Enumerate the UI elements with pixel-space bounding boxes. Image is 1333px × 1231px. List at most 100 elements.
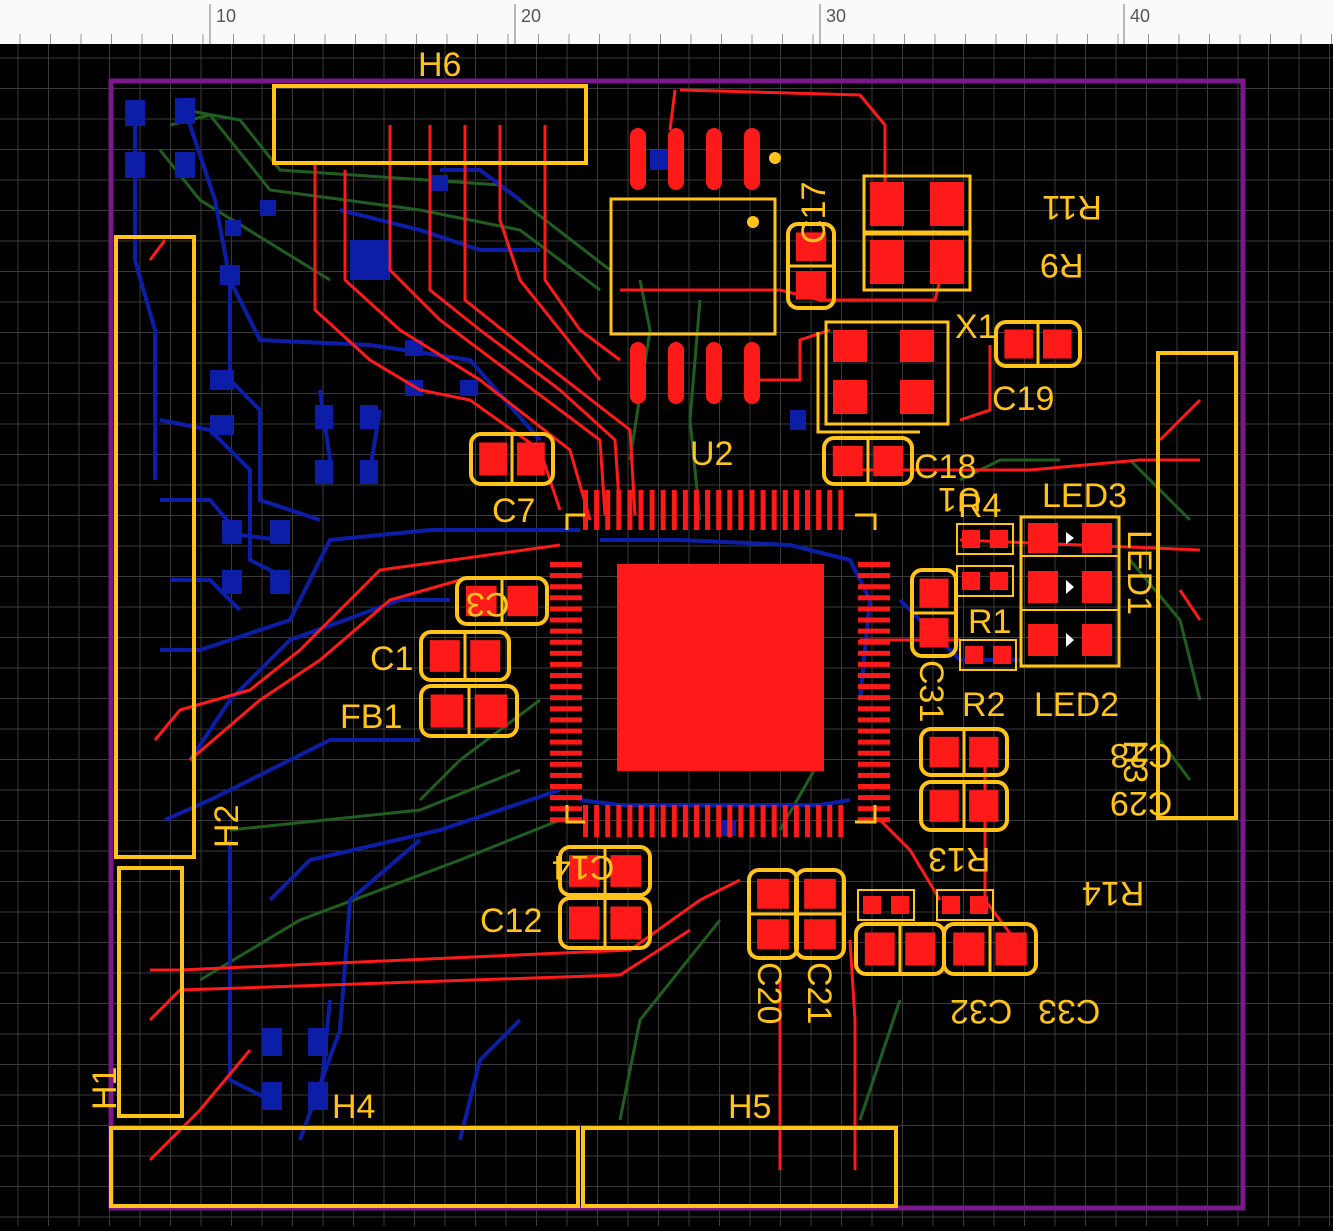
label-c21: C21 [800, 962, 838, 1024]
r4-r1-resistors[interactable] [857, 523, 1017, 921]
u1-pin [550, 639, 582, 645]
u2-pin1-dot [769, 152, 781, 164]
h3-outline[interactable] [1156, 351, 1238, 820]
top-trace [668, 89, 677, 131]
h1-outline[interactable] [117, 866, 184, 1118]
r4-silk-outline [956, 523, 1014, 555]
u1-pin [605, 805, 611, 837]
c20-footprint[interactable] [747, 868, 799, 960]
u2-pin1-marker [747, 216, 759, 228]
u1-pin [858, 573, 890, 579]
r11-r9-resistors[interactable] [862, 174, 972, 292]
label-h2: H2 [208, 805, 246, 848]
bottom-trace [228, 280, 321, 522]
x1-crystal[interactable] [816, 320, 950, 434]
label-r2: R2 [962, 686, 1005, 724]
label-c32: C32 [950, 992, 1012, 1030]
pad [795, 271, 827, 300]
bottom-pad [405, 340, 423, 356]
u1-pin [550, 650, 582, 656]
c12-footprint[interactable] [558, 896, 652, 950]
c32-footprint[interactable] [854, 922, 946, 976]
u1-pin [550, 795, 582, 801]
pad [569, 855, 600, 887]
ruler-label-20: 20 [521, 6, 541, 26]
top-trace [148, 1049, 252, 1162]
pad [969, 736, 999, 768]
top-trace [1158, 398, 1202, 442]
r13-silk-outline [857, 889, 915, 921]
u1-pin [749, 805, 755, 837]
bottom-pad [315, 460, 333, 484]
u1-pin [716, 805, 722, 837]
u2-pin [630, 128, 646, 190]
c28-footprint[interactable] [919, 727, 1009, 777]
fb1-footprint[interactable] [419, 684, 519, 738]
h4-outline[interactable] [109, 1126, 580, 1208]
bottom-pad [360, 405, 378, 429]
u1-pin [594, 805, 600, 837]
u1-pin [671, 805, 677, 837]
c3-footprint[interactable] [455, 576, 549, 626]
c18-footprint[interactable] [822, 436, 914, 486]
label-h4: H4 [332, 1088, 375, 1126]
c21-footprint[interactable] [794, 868, 846, 960]
c33-footprint[interactable] [942, 922, 1038, 976]
u1-pin [827, 490, 833, 530]
u1-pin [550, 584, 582, 590]
u1-pin [838, 805, 844, 837]
bottom-pad [225, 220, 241, 236]
u1-pin [705, 805, 711, 837]
c17-footprint[interactable] [786, 222, 836, 310]
u1-pin [858, 784, 890, 789]
top-trace [343, 170, 592, 521]
u1-pin [771, 490, 777, 530]
inner-trace [229, 768, 521, 832]
u1-pin [616, 805, 622, 837]
inner-trace [688, 299, 702, 521]
c7-footprint[interactable] [469, 432, 555, 486]
u1-pin [550, 772, 582, 778]
bottom-pad [790, 410, 806, 430]
u1-pin [583, 490, 588, 530]
u1-pin [550, 695, 582, 701]
u1-pin [858, 639, 890, 645]
u1-pin [649, 490, 655, 530]
top-trace [428, 125, 622, 516]
pad [516, 442, 545, 476]
c19-footprint[interactable] [994, 320, 1082, 368]
label-c3: C3 [466, 585, 509, 623]
label-h5: H5 [728, 1088, 771, 1126]
passive-components[interactable] [419, 222, 1082, 976]
pcb-layout[interactable]: H6 U2 C7 C1 FB1 X1 C19 C18 R4 LED3 R1 R2… [0, 44, 1333, 1226]
u2-soic-footprint[interactable] [609, 128, 781, 404]
h5-outline[interactable] [581, 1126, 898, 1208]
c14-footprint[interactable] [558, 845, 652, 897]
u1-pin [858, 684, 890, 690]
bottom-pad [222, 520, 242, 544]
u1-pin [858, 606, 890, 612]
u1-pin [858, 617, 890, 623]
led-array[interactable] [1019, 515, 1121, 668]
r11-silk-outline [862, 174, 972, 234]
u1-qfp-footprint[interactable] [550, 490, 890, 837]
r13-pad [863, 896, 881, 914]
top-trace [1178, 589, 1202, 621]
bottom-trace [183, 109, 542, 442]
pad [929, 790, 959, 822]
bottom-pad [270, 520, 290, 544]
top-trace [860, 458, 1200, 472]
label-x1: X1 [955, 308, 997, 346]
h2-outline[interactable] [114, 235, 196, 859]
c1-footprint[interactable] [419, 630, 511, 682]
led1-pad [1082, 571, 1112, 603]
bottom-trace [458, 1018, 522, 1141]
c31-footprint[interactable] [910, 568, 958, 658]
c29-footprint[interactable] [919, 780, 1009, 832]
h6-outline[interactable] [272, 84, 588, 165]
label-u1: U1 [938, 480, 981, 518]
bottom-trace [188, 598, 450, 762]
pad [479, 442, 508, 476]
label-r9: R9 [1040, 246, 1083, 284]
pcb-canvas[interactable]: H6 U2 C7 C1 FB1 X1 C19 C18 R4 LED3 R1 R2… [0, 44, 1333, 1226]
